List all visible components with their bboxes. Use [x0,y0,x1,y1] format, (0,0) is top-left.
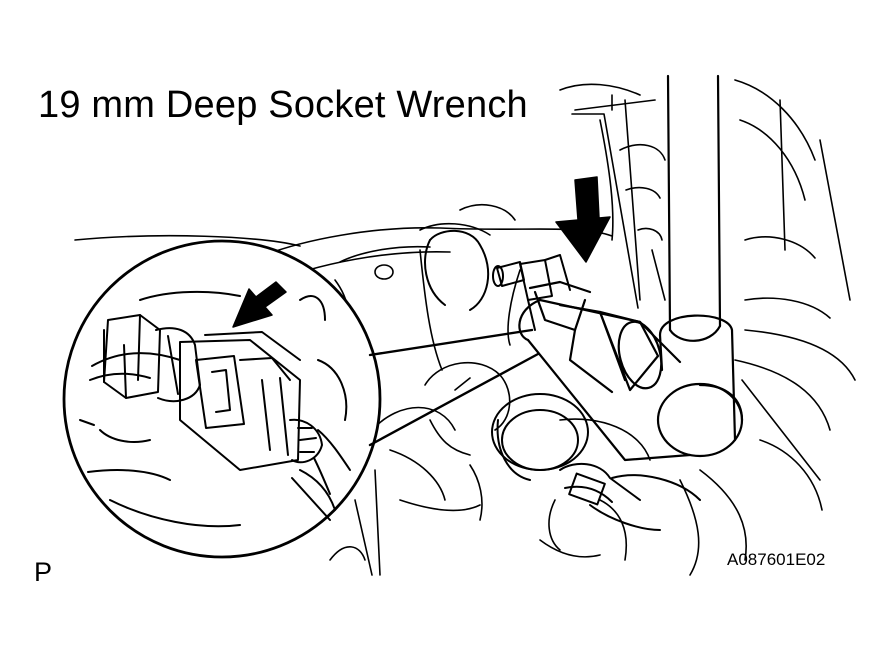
view-letter: P [34,557,53,587]
figure-code: A087601E02 [727,550,826,569]
magnified-sensor-detail [79,290,351,528]
pressure-arrow-icon [555,176,611,263]
hose-clamp [559,462,701,531]
coolant-housing [424,229,589,481]
oil-pressure-switch [492,254,571,331]
socket-wrench [518,74,744,462]
pressure-arrow-icon [232,281,287,328]
detail-magnifier [62,239,540,559]
tool-callout-label: 19 mm Deep Socket Wrench [38,84,528,126]
label-leader-line [571,113,639,309]
engine-block-linework [74,79,856,576]
